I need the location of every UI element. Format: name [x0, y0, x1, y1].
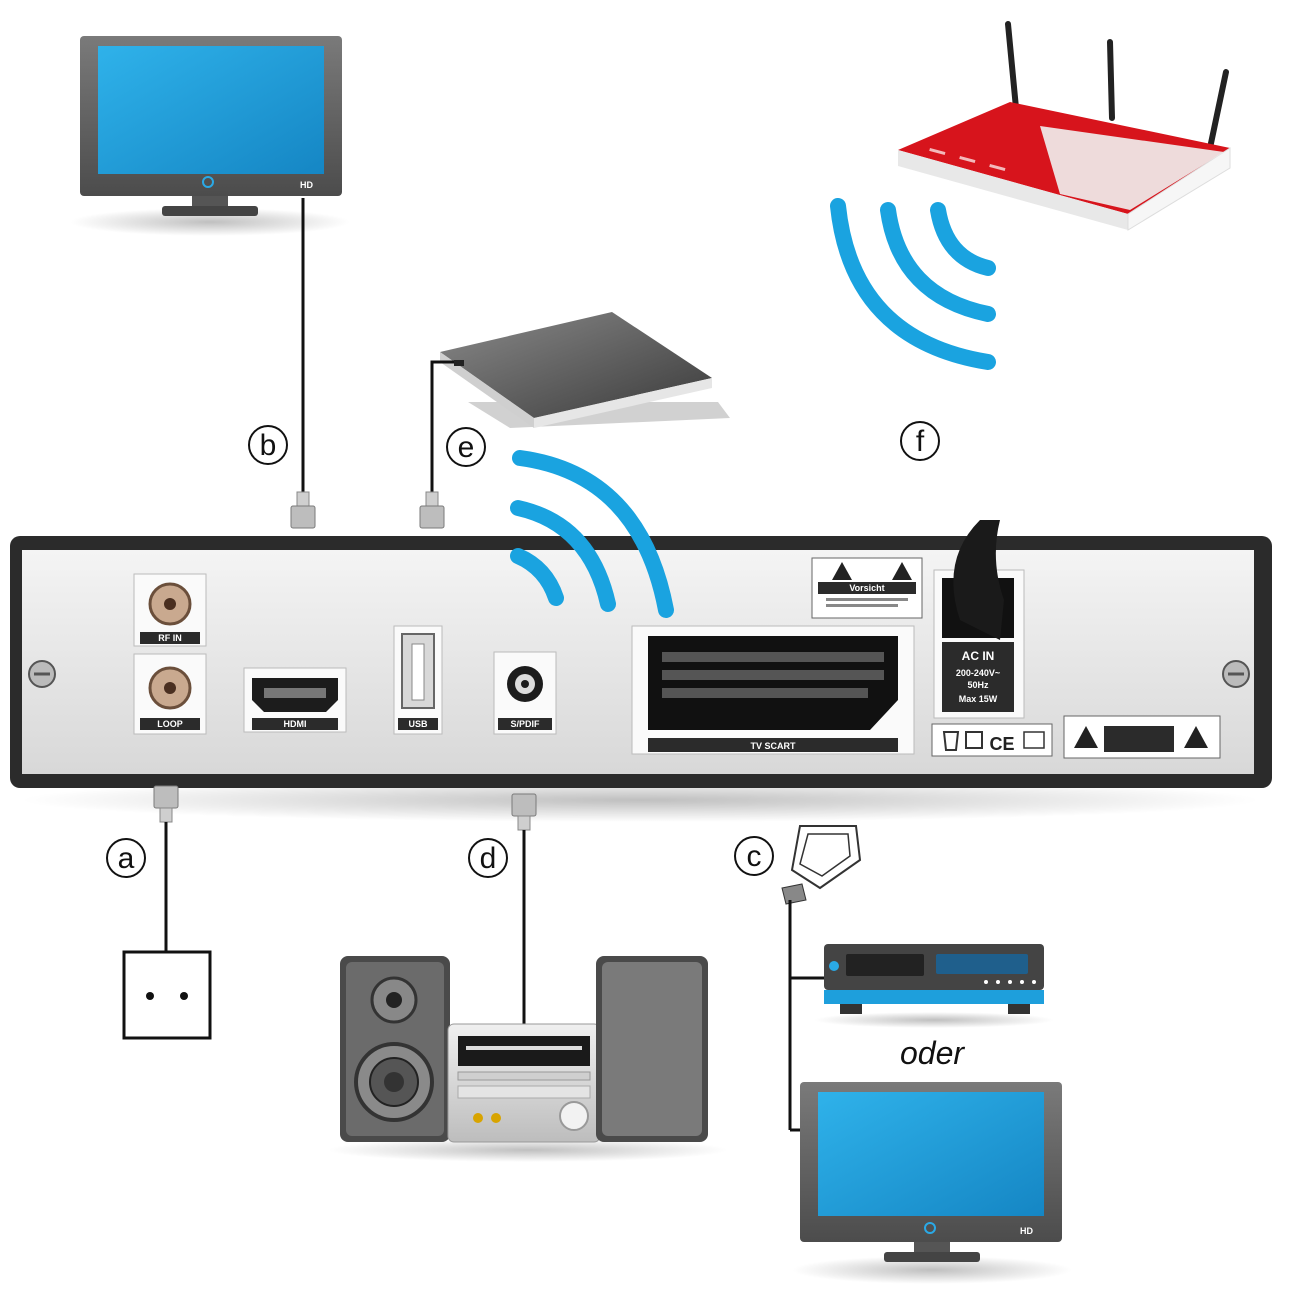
speaker-right	[596, 956, 708, 1142]
port-rf-in: RF IN	[133, 573, 207, 647]
port-loop: LOOP	[133, 653, 207, 735]
port-tv-scart: TV SCART	[631, 625, 915, 755]
antenna-wall-socket	[122, 950, 212, 1040]
callout-d: d	[468, 838, 508, 878]
cable-b	[290, 198, 316, 529]
port-usb: USB	[393, 625, 443, 735]
certification-marks: CE	[931, 723, 1053, 757]
svg-text:AC IN: AC IN	[962, 649, 995, 663]
scart-plug	[781, 825, 862, 905]
hd-tv-bottom: HD	[792, 1082, 1072, 1284]
tv-power-icon	[202, 176, 214, 188]
callout-c: c	[734, 836, 774, 876]
port-spdif: S/PDIF	[493, 651, 557, 735]
port-hdmi: HDMI	[243, 667, 347, 733]
wifi-router	[898, 21, 1231, 231]
recycle-bin-icon	[942, 731, 960, 751]
cable-a	[153, 785, 179, 952]
svg-text:b: b	[260, 429, 277, 462]
callout-b: b	[248, 425, 288, 465]
dvd-recorder	[814, 944, 1054, 1028]
svg-text:CE: CE	[989, 734, 1014, 754]
tv-screen	[818, 1092, 1044, 1216]
hifi-receiver-unit	[447, 1023, 601, 1143]
warning-plate	[1063, 715, 1221, 759]
double-insulation-icon	[965, 731, 983, 749]
svg-text:c: c	[747, 840, 762, 873]
port-ac-in: AC IN 200-240V~ 50Hz Max 15W	[933, 520, 1025, 719]
callout-a: a	[106, 838, 146, 878]
svg-text:f: f	[916, 425, 925, 458]
cable-d	[511, 793, 537, 1024]
callout-f: f	[900, 421, 940, 461]
svg-text:Max 15W: Max 15W	[959, 694, 998, 704]
svg-text:S/PDIF: S/PDIF	[510, 719, 540, 729]
warning-label: Vorsicht	[811, 557, 923, 619]
svg-text:RF IN: RF IN	[158, 633, 182, 643]
hifi-system	[328, 956, 728, 1162]
tv-screen	[98, 46, 324, 174]
svg-text:d: d	[480, 842, 497, 875]
svg-text:LOOP: LOOP	[157, 719, 183, 729]
tv-power-icon	[924, 1222, 936, 1234]
external-hdd	[440, 312, 730, 428]
callout-e: e	[446, 427, 486, 467]
svg-text:200-240V~: 200-240V~	[956, 668, 1000, 678]
receiver-back-panel: RF IN LOOP HDMI USB	[10, 520, 1272, 822]
svg-text:HDMI: HDMI	[284, 719, 307, 729]
wifi-waves-receiver	[510, 450, 674, 618]
tv-hd-badge: HD	[1020, 1226, 1033, 1236]
cable-e	[419, 360, 454, 529]
tv-hd-badge: HD	[300, 180, 313, 190]
svg-text:e: e	[458, 431, 475, 464]
svg-text:TV SCART: TV SCART	[751, 741, 797, 751]
svg-text:Vorsicht: Vorsicht	[849, 583, 884, 593]
hd-tv-top: HD	[70, 36, 350, 236]
speaker-left	[340, 956, 450, 1142]
wifi-waves-router	[830, 198, 996, 370]
svg-text:50Hz: 50Hz	[967, 680, 989, 690]
svg-text:a: a	[118, 842, 135, 875]
or-text: oder	[900, 1035, 965, 1071]
svg-text:USB: USB	[408, 719, 428, 729]
